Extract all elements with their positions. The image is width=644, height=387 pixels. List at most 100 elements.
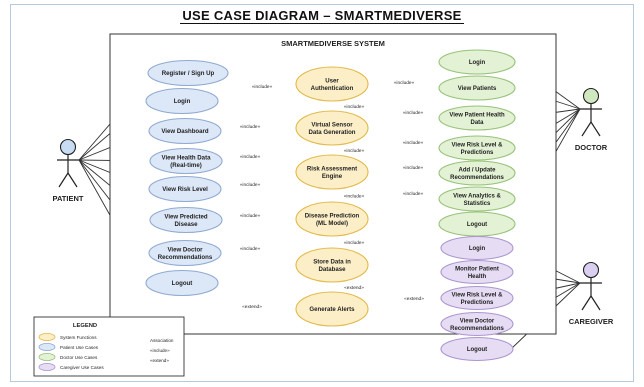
actor-caregiver-head: [582, 261, 600, 279]
usecase-caregiver-login-label: Login: [469, 246, 486, 252]
usecase-caregiver-monitor-patient-health-label: Health: [468, 274, 487, 280]
usecase-system-user-authentication: [295, 66, 369, 102]
flow-tag-4: «include»: [344, 240, 365, 246]
usecase-doctor-view-risk-level-predictions-label: Predictions: [461, 150, 494, 156]
usecase-patient-view-dashboard-label: View Dashboard: [161, 128, 209, 135]
usecase-patient-view-health-data-real-time: [149, 147, 223, 175]
usecase-caregiver-view-doctor-recommendations: [440, 311, 514, 337]
usecase-patient-logout-label: Logout: [172, 280, 193, 287]
usecase-system-disease-prediction-ml-model: [295, 201, 369, 237]
legend-item-system-functions: System Functions: [60, 335, 97, 340]
usecase-patient-login-label: Login: [174, 98, 191, 105]
usecase-system-virtual-sensor-data-generation-label: Data Generation: [308, 129, 355, 136]
usecase-system-risk-assessment-engine: [295, 154, 369, 190]
usecase-doctor-view-patients-label: View Patients: [458, 86, 497, 92]
diagram-title: USE CASE DIAGRAM – SMARTMEDIVERSE: [180, 8, 464, 24]
actor-caregiver-leg-left: [581, 295, 592, 311]
usecase-doctor-view-analytics-statistics: [438, 186, 516, 212]
diagram-frame: [10, 4, 634, 382]
usecase-caregiver-view-doctor-recommendations-label: Recommendations: [450, 326, 504, 332]
legend-line-label-3: «extend»: [150, 358, 169, 363]
legend-line-label-2: «include»: [150, 348, 170, 353]
usecase-doctor-view-analytics-statistics-label: View Analytics &: [453, 193, 501, 199]
usecase-patient-view-doctor-recommendations-label: View Doctor: [167, 246, 203, 253]
actor-doctor-head: [582, 87, 600, 105]
include-tag-patient-4: «include»: [240, 154, 261, 160]
legend-item-doctor-use-cases: Doctor Use Cases: [60, 355, 98, 360]
usecase-patient-view-dashboard: [148, 117, 222, 145]
usecase-doctor-view-patient-health-data: [438, 105, 516, 131]
include-tag-patient-3: «include»: [240, 124, 261, 130]
usecase-system-store-data-in-database: [295, 247, 369, 283]
actor-patient-leg-left: [58, 172, 69, 188]
usecase-system-store-data-in-database-label: Database: [318, 266, 346, 273]
usecase-system-virtual-sensor-data-generation: [295, 110, 369, 146]
extend-tag-caregiver: «extend»: [404, 296, 424, 302]
usecase-system-generate-alerts-label: Generate Alerts: [309, 306, 355, 313]
usecase-system-user-authentication-label: Authentication: [311, 85, 354, 92]
usecase-caregiver-monitor-patient-health: [440, 259, 514, 285]
usecase-system-virtual-sensor-data-generation-label: Virtual Sensor: [311, 121, 353, 128]
actor-doctor-label: DOCTOR: [575, 143, 608, 152]
legend-item-caregiver-use-cases: Caregiver Use Cases: [60, 365, 104, 370]
usecase-system-disease-prediction-ml-model-label: (ML Model): [316, 220, 348, 227]
legend-swatch-system-functions: [38, 332, 56, 341]
include-tag-doctor-patients: «include»: [394, 80, 415, 86]
include-tag-patient-5: «include»: [240, 182, 261, 188]
include-tag-doctor-5: «include»: [403, 165, 424, 171]
flow-tag-3: «include»: [344, 194, 365, 200]
legend-swatch-doctor-use-cases: [38, 352, 56, 361]
usecase-doctor-view-patient-health-data-label: View Patient Health: [449, 112, 505, 118]
actor-caregiver-leg-right: [590, 295, 601, 311]
usecase-caregiver-logout-label: Logout: [467, 347, 487, 353]
usecase-doctor-view-risk-level-predictions-label: View Risk Level &: [452, 142, 504, 148]
usecase-patient-logout: [145, 269, 219, 297]
include-tag-doctor-4: «include»: [403, 140, 424, 146]
usecase-patient-view-health-data-real-time-label: View Health Data: [162, 154, 212, 161]
include-tag-patient-login: «include»: [252, 84, 273, 90]
usecase-patient-register-sign-up-label: Register / Sign Up: [162, 70, 215, 77]
legend-item-patient-use-cases: Patient Use Cases: [60, 345, 99, 350]
usecase-doctor-view-patient-health-data-label: Data: [470, 120, 484, 126]
actor-patient-leg-right: [67, 172, 78, 188]
system-title: SMARTMEDIVERSE SYSTEM: [281, 39, 385, 48]
usecase-doctor-view-analytics-statistics-label: Statistics: [464, 201, 491, 207]
actor-patient-label: PATIENT: [53, 194, 84, 203]
usecase-system-user-authentication-label: User: [325, 77, 339, 84]
usecase-caregiver-login: [440, 235, 514, 261]
usecase-system-disease-prediction-ml-model-label: Disease Prediction: [305, 212, 360, 219]
usecase-doctor-add-update-recommendations-label: Recommendations: [450, 175, 504, 181]
legend-swatch-caregiver-use-cases: [38, 362, 56, 371]
usecase-caregiver-view-risk-level-predictions: [440, 285, 514, 311]
usecase-doctor-view-risk-level-predictions: [438, 135, 516, 161]
actor-caregiver-label: CAREGIVER: [569, 317, 614, 326]
usecase-patient-view-doctor-recommendations: [148, 239, 222, 267]
include-tag-patient-6: «include»: [240, 213, 261, 219]
flow-tag-1: «include»: [344, 104, 365, 110]
flow-tag-2: «include»: [344, 148, 365, 154]
usecase-caregiver-monitor-patient-health-label: Monitor Patient: [455, 266, 499, 272]
actor-doctor-leg-left: [581, 121, 592, 137]
flow-tag-5: «extend»: [344, 285, 364, 291]
actor-patient-head: [59, 138, 77, 156]
usecase-caregiver-view-risk-level-predictions-label: Predictions: [461, 300, 494, 306]
usecase-system-generate-alerts: [295, 291, 369, 327]
usecase-patient-view-predicted-disease-label: View Predicted: [164, 213, 208, 220]
usecase-doctor-logout-label: Logout: [467, 222, 487, 228]
usecase-doctor-login-label: Login: [469, 60, 486, 66]
legend-swatch-patient-use-cases: [38, 342, 56, 351]
usecase-patient-login: [145, 87, 219, 115]
usecase-system-store-data-in-database-label: Store Data in: [313, 258, 351, 265]
usecase-caregiver-view-risk-level-predictions-label: View Risk Level &: [452, 292, 504, 298]
usecase-doctor-login: [438, 49, 516, 75]
usecase-patient-register-sign-up: [147, 59, 229, 87]
actor-doctor-leg-right: [590, 121, 601, 137]
usecase-doctor-view-patients: [438, 75, 516, 101]
usecase-doctor-add-update-recommendations: [438, 160, 516, 186]
usecase-patient-view-risk-level: [148, 175, 222, 203]
usecase-patient-view-predicted-disease: [149, 206, 223, 234]
include-tag-doctor-3: «include»: [403, 110, 424, 116]
usecase-system-risk-assessment-engine-label: Engine: [322, 173, 343, 180]
extend-tag-patient: «extend»: [242, 304, 262, 310]
